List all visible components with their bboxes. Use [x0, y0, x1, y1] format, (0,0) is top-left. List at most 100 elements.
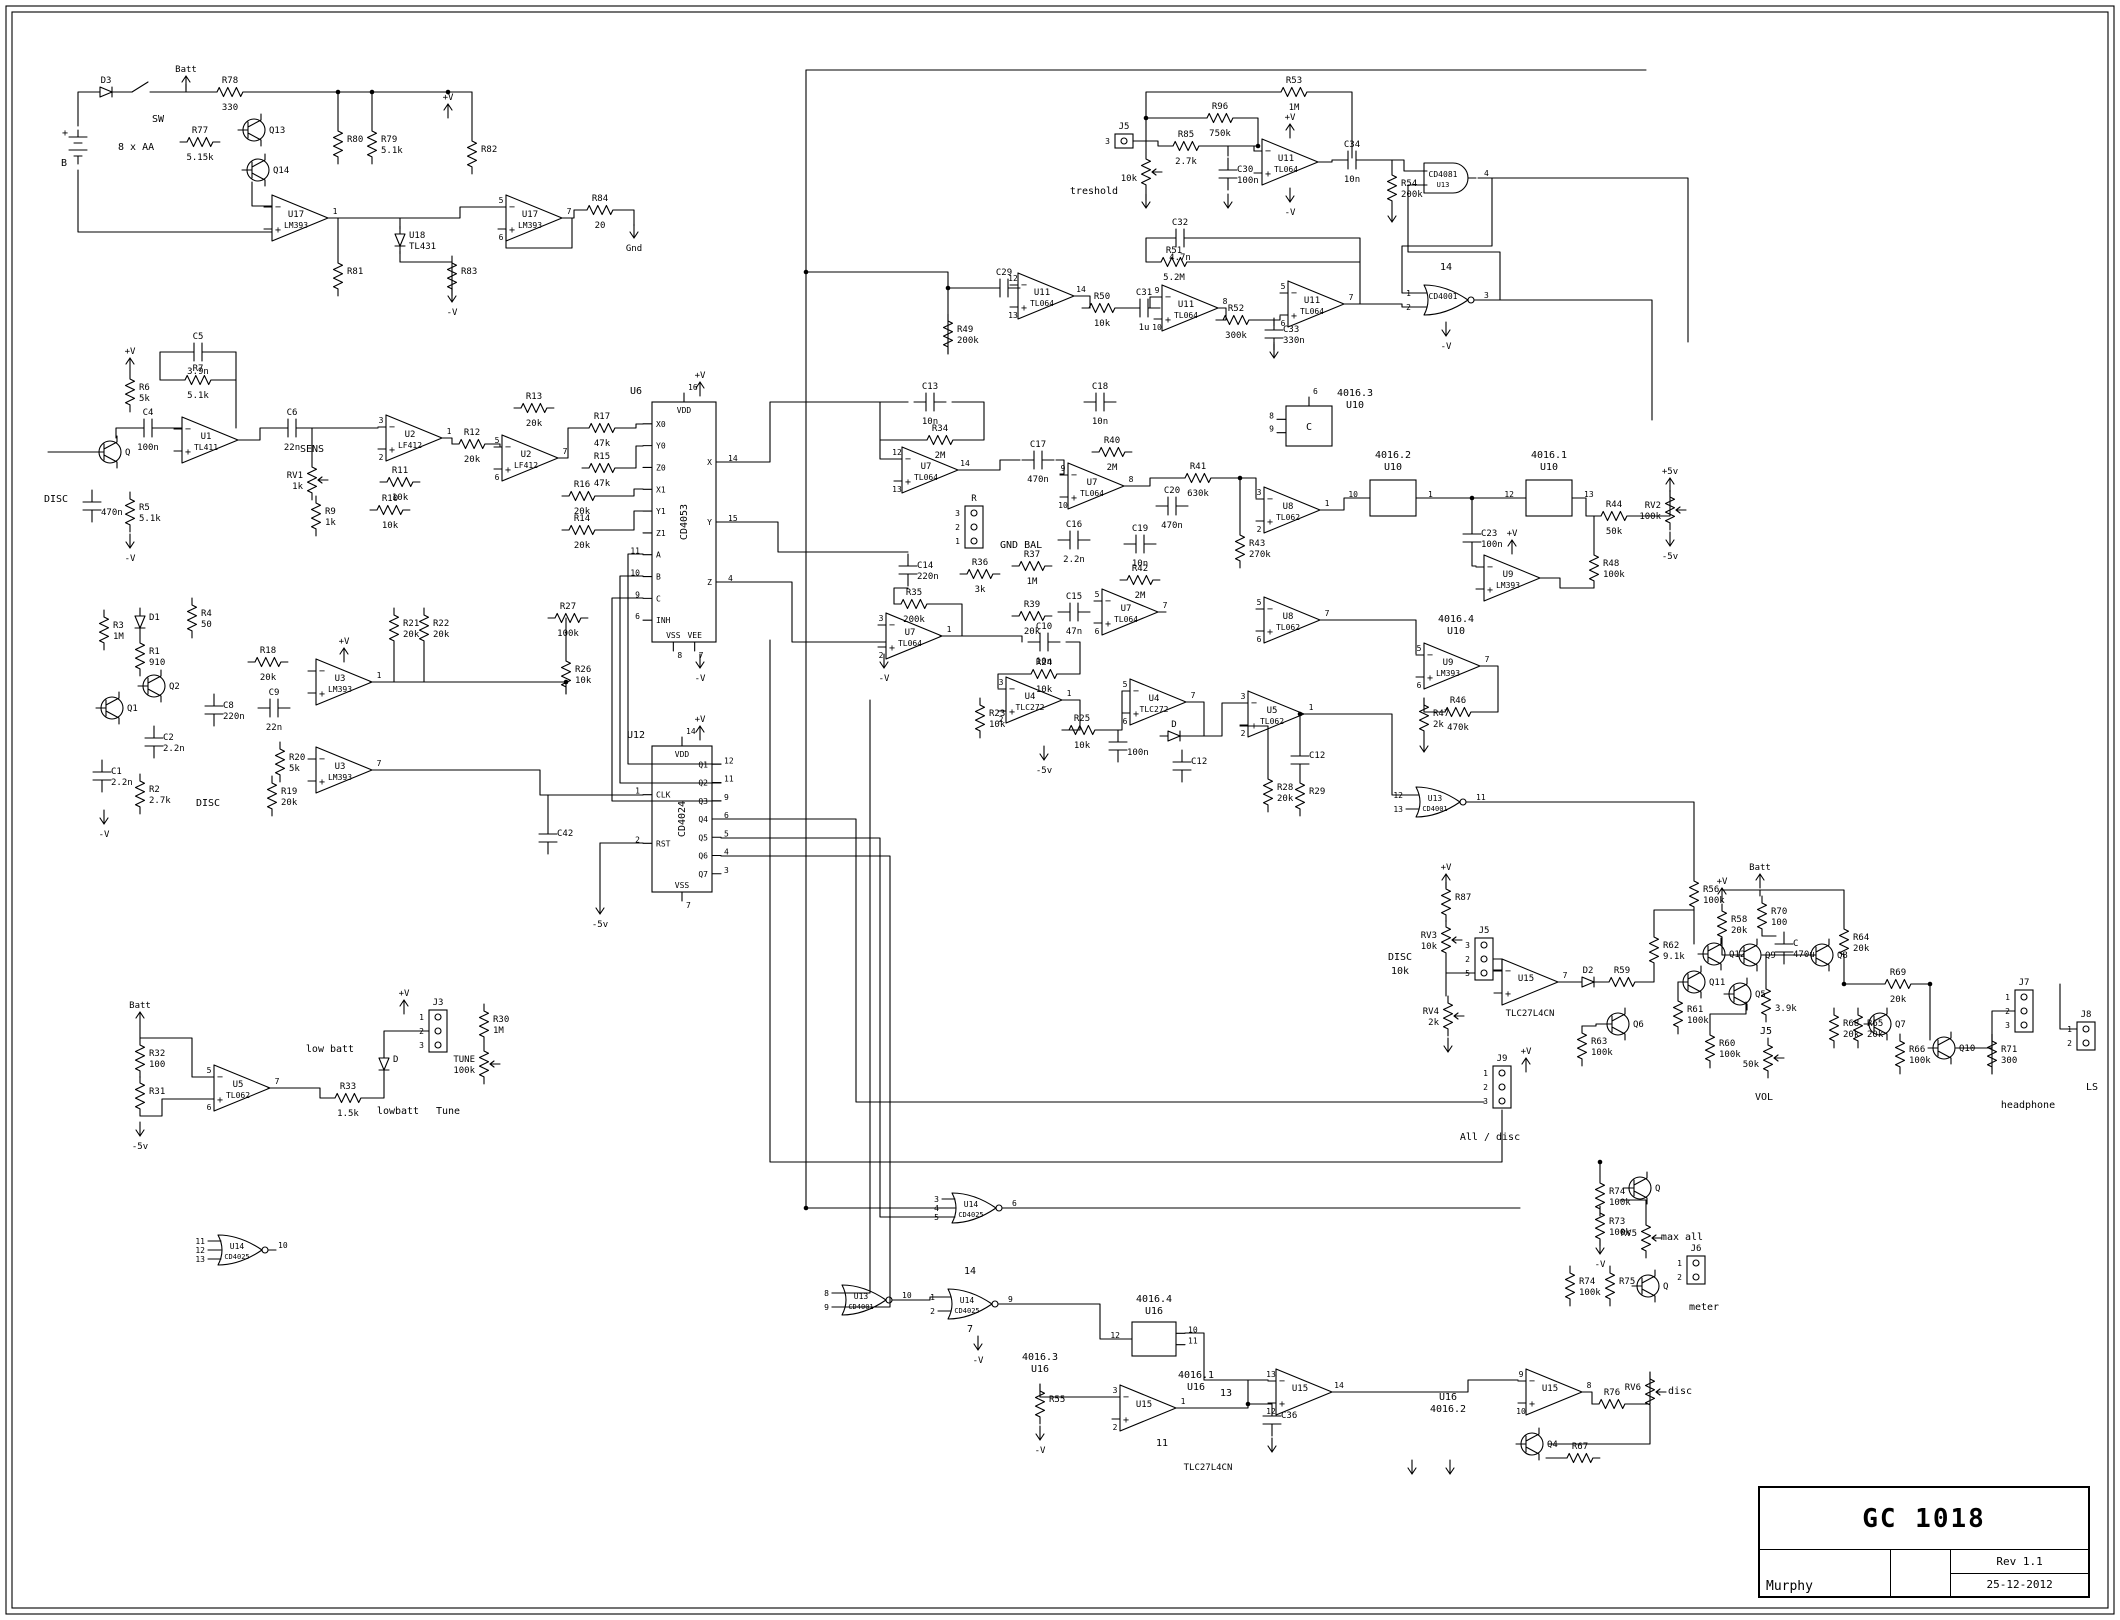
wire: [1187, 701, 1205, 737]
diode-d: D: [1159, 720, 1189, 742]
svg-text:CD4001: CD4001: [1429, 292, 1458, 301]
svg-text:R78: R78: [222, 76, 238, 86]
svg-text:U17: U17: [522, 210, 538, 220]
power-flag-v: -V: [695, 653, 706, 684]
svg-text:R69: R69: [1890, 968, 1906, 978]
power-flag-v: -V: [125, 533, 136, 564]
wire: [627, 553, 722, 765]
svg-text:TL062: TL062: [1276, 513, 1300, 522]
svg-text:meter: meter: [1689, 1302, 1719, 1313]
capacitor: 100n: [1108, 729, 1149, 763]
svg-text:R10: R10: [382, 494, 398, 504]
svg-text:+: +: [1071, 493, 1077, 504]
wire: [1843, 961, 1879, 985]
power-flag-v: -V: [1035, 1425, 1046, 1456]
svg-text:14: 14: [1076, 285, 1086, 294]
svg-text:Q1: Q1: [698, 760, 708, 769]
wire: [1477, 665, 1499, 713]
svg-text:LS: LS: [2086, 1082, 2098, 1093]
svg-text:U9: U9: [1503, 570, 1514, 580]
svg-text:Q: Q: [125, 448, 130, 458]
svg-text:-V: -V: [695, 674, 706, 684]
svg-text:U2: U2: [521, 450, 532, 460]
svg-text:3: 3: [934, 1195, 939, 1204]
svg-text:TLC27L4CN: TLC27L4CN: [1184, 1463, 1233, 1473]
svg-text:R47: R47: [1433, 709, 1449, 719]
text-label-vol: VOL: [1755, 1092, 1773, 1103]
capacitor-c5: C53.9n: [181, 332, 215, 377]
svg-text:−: −: [319, 666, 325, 677]
svg-text:6: 6: [207, 1103, 212, 1112]
svg-text:+: +: [319, 689, 325, 700]
transistor-q: Q: [93, 435, 130, 469]
svg-text:C17: C17: [1030, 440, 1046, 450]
svg-text:R3: R3: [113, 621, 124, 631]
svg-text:3: 3: [879, 614, 884, 623]
wire: [1765, 954, 1809, 983]
svg-text:20k: 20k: [260, 673, 277, 683]
wire: [611, 597, 722, 802]
svg-text:8: 8: [1269, 411, 1274, 420]
svg-text:U11: U11: [1278, 154, 1294, 164]
svg-text:INH: INH: [656, 616, 671, 625]
svg-text:R31: R31: [149, 1087, 165, 1097]
svg-text:20k: 20k: [281, 798, 298, 808]
junction-dot: [1469, 495, 1475, 501]
wire: [1239, 477, 1257, 499]
resistor-r75: R75: [1604, 1265, 1635, 1307]
svg-text:100k: 100k: [1603, 570, 1625, 580]
text-label-4016.4: 4016.4: [1136, 1294, 1172, 1305]
svg-text:100k: 100k: [557, 629, 579, 639]
svg-text:U3: U3: [335, 762, 346, 772]
wire: [1183, 1403, 1273, 1409]
svg-text:LM393: LM393: [284, 221, 308, 230]
svg-text:1.5k: 1.5k: [337, 1109, 359, 1119]
text-label-disc: DISC: [1388, 952, 1412, 963]
svg-text:10k: 10k: [392, 493, 409, 503]
svg-text:100k: 100k: [1687, 1016, 1709, 1026]
text-label-4016.1: 4016.1: [1178, 1370, 1214, 1381]
svg-text:50: 50: [201, 620, 212, 630]
svg-text:R25: R25: [1074, 714, 1090, 724]
wire: [961, 635, 1023, 643]
text-label-gnd-bal: GND BAL: [1000, 540, 1042, 551]
svg-text:D: D: [393, 1055, 398, 1065]
resistor-r29: R29: [1294, 775, 1325, 817]
svg-text:R4: R4: [201, 609, 212, 619]
wire: [720, 837, 943, 1218]
svg-text:470n: 470n: [101, 508, 123, 518]
resistor-r59: R59: [1601, 966, 1643, 988]
svg-text:R62: R62: [1663, 941, 1679, 951]
svg-text:−: −: [1529, 1376, 1535, 1387]
svg-text:2: 2: [1113, 1423, 1118, 1432]
svg-text:R46: R46: [1450, 696, 1466, 706]
transistor-q4: Q4: [1515, 1427, 1558, 1461]
wire: [1145, 140, 1167, 147]
svg-text:2: 2: [1257, 525, 1262, 534]
svg-text:C: C: [1306, 422, 1312, 433]
svg-text:2M: 2M: [935, 451, 946, 461]
svg-text:R37: R37: [1024, 550, 1040, 560]
svg-text:1: 1: [333, 207, 338, 216]
svg-text:LM393: LM393: [328, 685, 352, 694]
wire: [899, 1296, 939, 1301]
svg-text:R22: R22: [433, 619, 449, 629]
svg-text:−: −: [1251, 698, 1257, 709]
text-label-u16: U16: [1145, 1306, 1163, 1317]
svg-text:10k: 10k: [1391, 966, 1409, 977]
svg-text:+: +: [905, 477, 911, 488]
svg-text:9: 9: [635, 590, 640, 599]
text-label-13: 13: [1220, 1388, 1232, 1399]
